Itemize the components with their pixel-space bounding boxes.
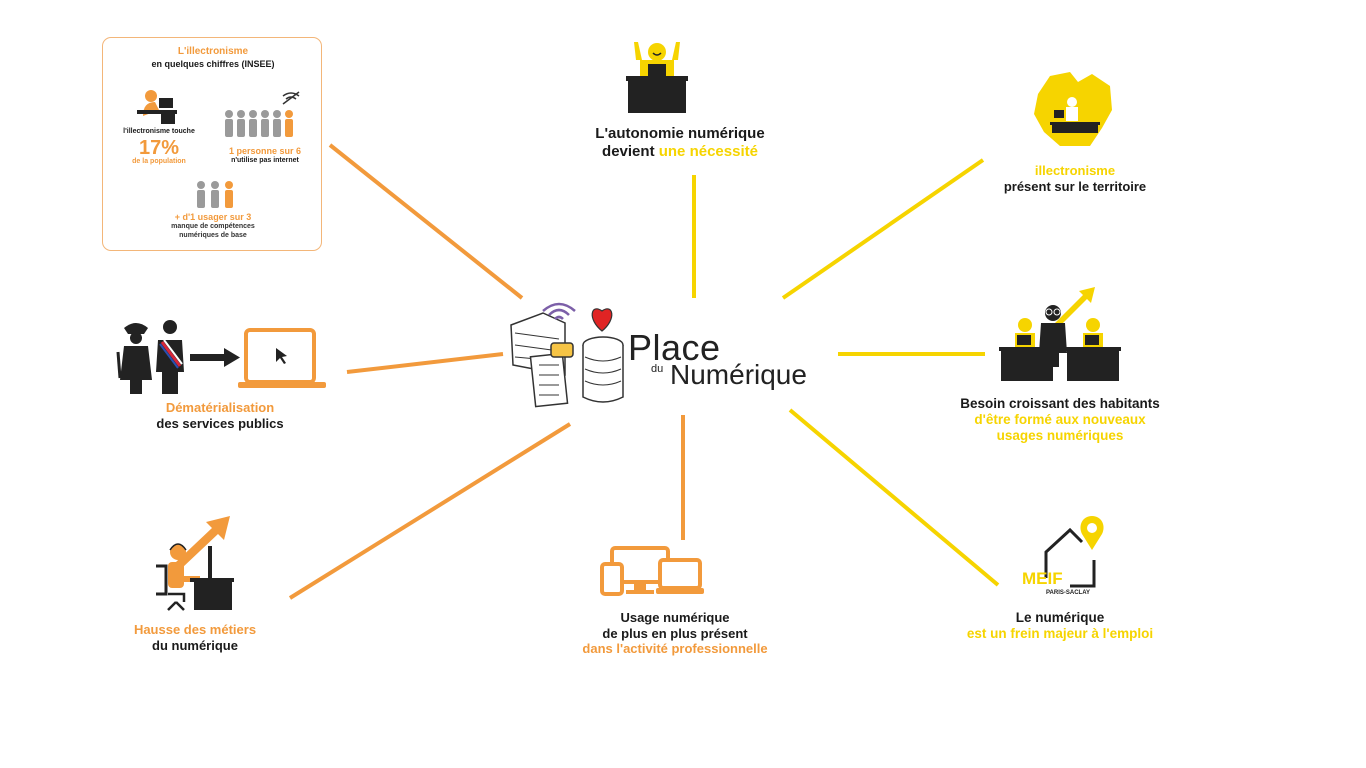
stat1-value: 17%	[138, 137, 180, 159]
brand-du: du	[651, 363, 664, 375]
dematerialisation-line2: des services publics	[156, 415, 284, 431]
autonomie-line2-highlight: une nécessité	[658, 143, 758, 160]
usage-line1: Usage numérique	[620, 610, 730, 625]
stats-title: L'illectronisme	[177, 46, 249, 57]
dematerialisation-line1: Dématérialisation	[165, 400, 275, 415]
officials-to-laptop-icon	[116, 320, 326, 394]
house-pin-icon	[1044, 516, 1104, 588]
stat3-value: + d'1 usager sur 3	[174, 212, 252, 222]
emploi-line1: Le numérique	[1015, 610, 1105, 625]
line-to-stats	[328, 143, 524, 300]
autonomie-line2: devient une nécessité	[520, 143, 840, 161]
growing-jobs-icon	[156, 516, 234, 611]
autonomie-text: L'autonomie numérique devient une nécess…	[520, 125, 840, 161]
stat1-label: l'illectronisme touche	[123, 128, 195, 135]
meif-logo: MEIF PARIS-SACLAY	[1020, 512, 1110, 602]
stats-subtitle: en quelques chiffres (INSEE)	[151, 59, 275, 69]
stat2-value: 1 personne sur 6	[228, 146, 302, 156]
meif-logo-text: MEIF	[1022, 569, 1063, 588]
stat3-sub-line1: manque de compétences	[171, 223, 255, 230]
stat3-sub-line2: numériques de base	[179, 232, 247, 239]
dematerialisation-text: Dématérialisation des services publics	[100, 400, 340, 431]
center-logo: Place du Numérique	[503, 295, 843, 415]
usage-line2: de plus en plus présent	[602, 625, 748, 641]
metiers-line1: Hausse des métiers	[133, 622, 257, 637]
line-to-metiers	[288, 422, 572, 600]
besoin-line2: d'être formé aux nouveaux	[974, 412, 1146, 428]
stat2-sub: n'utilise pas internet	[231, 157, 299, 164]
metiers-text: Hausse des métiers du numérique	[80, 622, 310, 653]
illectronisme-line1: illectronisme	[1034, 163, 1116, 178]
people-row-icon	[225, 91, 300, 137]
city-buildings-icon	[510, 302, 624, 408]
stat1-sub: de la population	[132, 158, 186, 165]
illectronisme-line2: présent sur le territoire	[1003, 178, 1147, 194]
emploi-line2: est un frein majeur à l'emploi	[966, 626, 1154, 642]
territory-map-icon	[1034, 72, 1112, 146]
emploi-text: Le numérique est un frein majeur à l'emp…	[920, 610, 1200, 642]
besoin-text: Besoin croissant des habitants d'être fo…	[920, 396, 1200, 445]
autonomie-line2-prefix: devient	[602, 143, 659, 160]
line-to-illectronisme	[781, 158, 985, 300]
usage-text: Usage numérique de plus en plus présent …	[510, 610, 840, 657]
brand-place: Place	[628, 327, 721, 368]
besoin-line3: usages numériques	[996, 428, 1124, 444]
line-to-dematerialisation	[346, 352, 504, 374]
meif-logo-sub: PARIS-SACLAY	[1046, 590, 1091, 596]
stats-box: L'illectronisme en quelques chiffres (IN…	[102, 37, 322, 251]
besoin-line1: Besoin croissant des habitants	[960, 396, 1160, 411]
devices-icon	[600, 546, 704, 596]
autonomie-line1: L'autonomie numérique	[595, 125, 765, 142]
person-at-desk-icon	[137, 90, 177, 124]
line-to-emploi	[788, 408, 1000, 587]
usage-line3: dans l'activité professionnelle	[582, 641, 768, 657]
illectronisme-text: illectronisme présent sur le territoire	[950, 163, 1200, 194]
brand-numerique: Numérique	[670, 359, 807, 390]
three-people-icon	[197, 181, 233, 208]
person-arms-up-icon	[626, 42, 688, 113]
metiers-line2: du numérique	[152, 637, 238, 653]
training-people-icon	[999, 287, 1121, 381]
